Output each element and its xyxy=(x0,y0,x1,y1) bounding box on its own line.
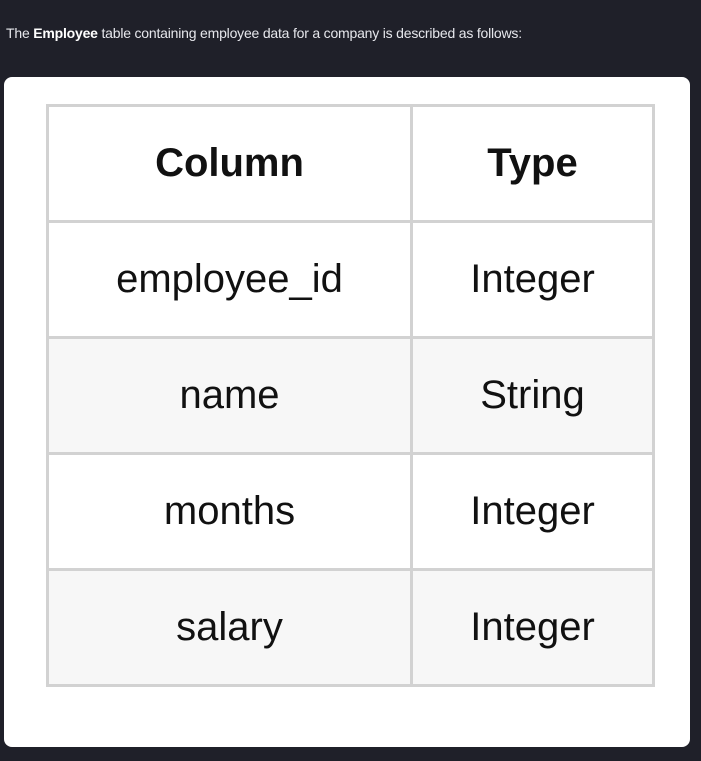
table-name: Employee xyxy=(33,25,98,41)
table-row: employee_id Integer xyxy=(46,220,655,339)
table-row: name String xyxy=(46,336,655,455)
schema-table: Column Type employee_id Integer name Str… xyxy=(46,104,655,687)
table-row: months Integer xyxy=(46,452,655,571)
schema-image-card: Column Type employee_id Integer name Str… xyxy=(4,77,690,747)
table-row: salary Integer xyxy=(46,568,655,687)
cell-column-name: months xyxy=(46,452,413,571)
cell-column-type: Integer xyxy=(410,220,655,339)
cell-column-name: employee_id xyxy=(46,220,413,339)
cell-column-name: salary xyxy=(46,568,413,687)
header-type: Type xyxy=(410,104,655,223)
intro-prefix: The xyxy=(6,25,34,41)
intro-suffix: table containing employee data for a com… xyxy=(97,25,522,41)
cell-column-type: Integer xyxy=(410,568,655,687)
cell-column-type: String xyxy=(410,336,655,455)
intro-text: The Employee table containing employee d… xyxy=(6,25,522,41)
cell-column-type: Integer xyxy=(410,452,655,571)
cell-column-name: name xyxy=(46,336,413,455)
header-row: Column Type xyxy=(46,104,655,223)
header-column: Column xyxy=(46,104,413,223)
